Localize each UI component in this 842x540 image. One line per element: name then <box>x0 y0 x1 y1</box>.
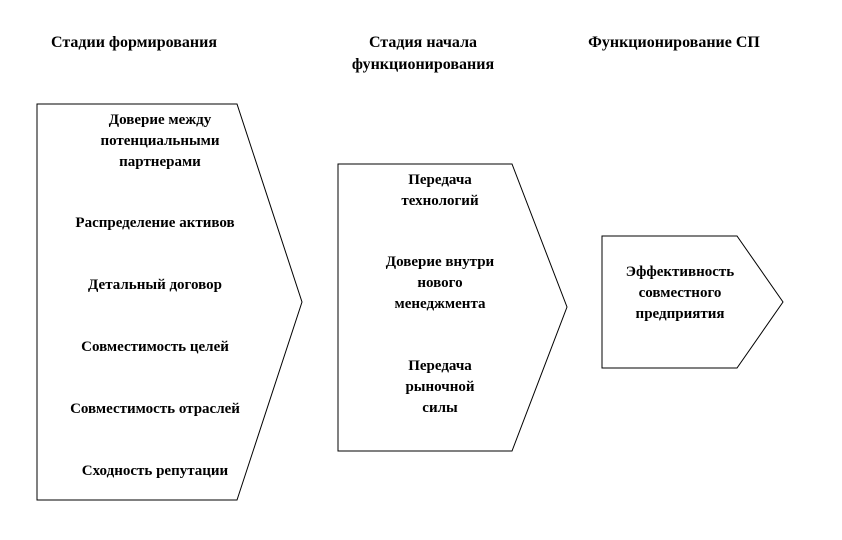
stage2-item-technology-transfer: Передача технологий <box>401 172 479 209</box>
stage1-item-detailed-contract: Детальный договор <box>88 277 222 293</box>
stage1-item-trust-partners: Доверие между потенциальными партнерами <box>100 112 220 170</box>
heading-formation-stages: Стадии формирования <box>50 34 217 51</box>
stage2-item-management-trust: Доверие внутри нового менеджмента <box>385 254 495 312</box>
stage3-item-jv-efficiency: Эффективность совместного предприятия <box>625 264 735 322</box>
stage1-item-industry-compatibility: Совместимость отраслей <box>70 401 240 417</box>
stage1-arrow-shape <box>36 103 303 501</box>
stage2-arrow-shape <box>337 163 568 452</box>
stage1-item-reputation-similarity: Сходность репутации <box>81 463 229 479</box>
heading-operation-jv: Функционирование СП <box>588 34 760 51</box>
stage3-arrow-shape <box>601 235 784 369</box>
heading-start-stage: Стадия начала функционирования <box>351 34 495 73</box>
stage1-item-asset-allocation: Распределение активов <box>75 215 235 231</box>
stage1-item-goal-compatibility: Совместимость целей <box>81 339 229 355</box>
stage2-item-market-power-transfer: Передача рыночной силы <box>405 358 475 416</box>
